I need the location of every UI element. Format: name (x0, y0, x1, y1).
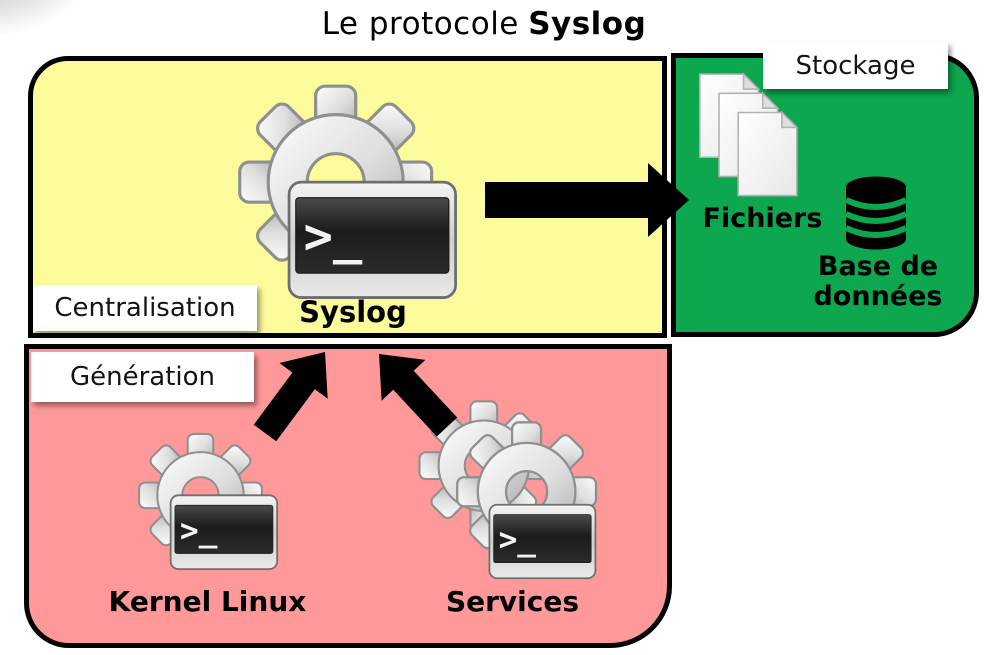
title-prefix: Le protocole (321, 6, 519, 42)
syslog-gear-terminal-icon (238, 80, 460, 302)
database-icon (845, 176, 907, 250)
database-caption: Base de données (813, 251, 943, 312)
services-gears-terminal-icon (415, 395, 601, 581)
syslog-caption: Syslog (299, 295, 407, 329)
stockage-label: Stockage (763, 42, 948, 89)
kernel-caption: Kernel Linux (108, 585, 307, 618)
zone-stockage (671, 53, 979, 337)
generation-label: Génération (31, 352, 254, 402)
fichiers-caption: Fichiers (702, 203, 823, 234)
document-stack-icon (697, 72, 805, 202)
title-emphasis: Syslog (528, 6, 647, 42)
kernel-gear-terminal-icon (138, 430, 280, 572)
centralisation-label: Centralisation (33, 285, 257, 331)
services-caption: Services (445, 585, 580, 618)
